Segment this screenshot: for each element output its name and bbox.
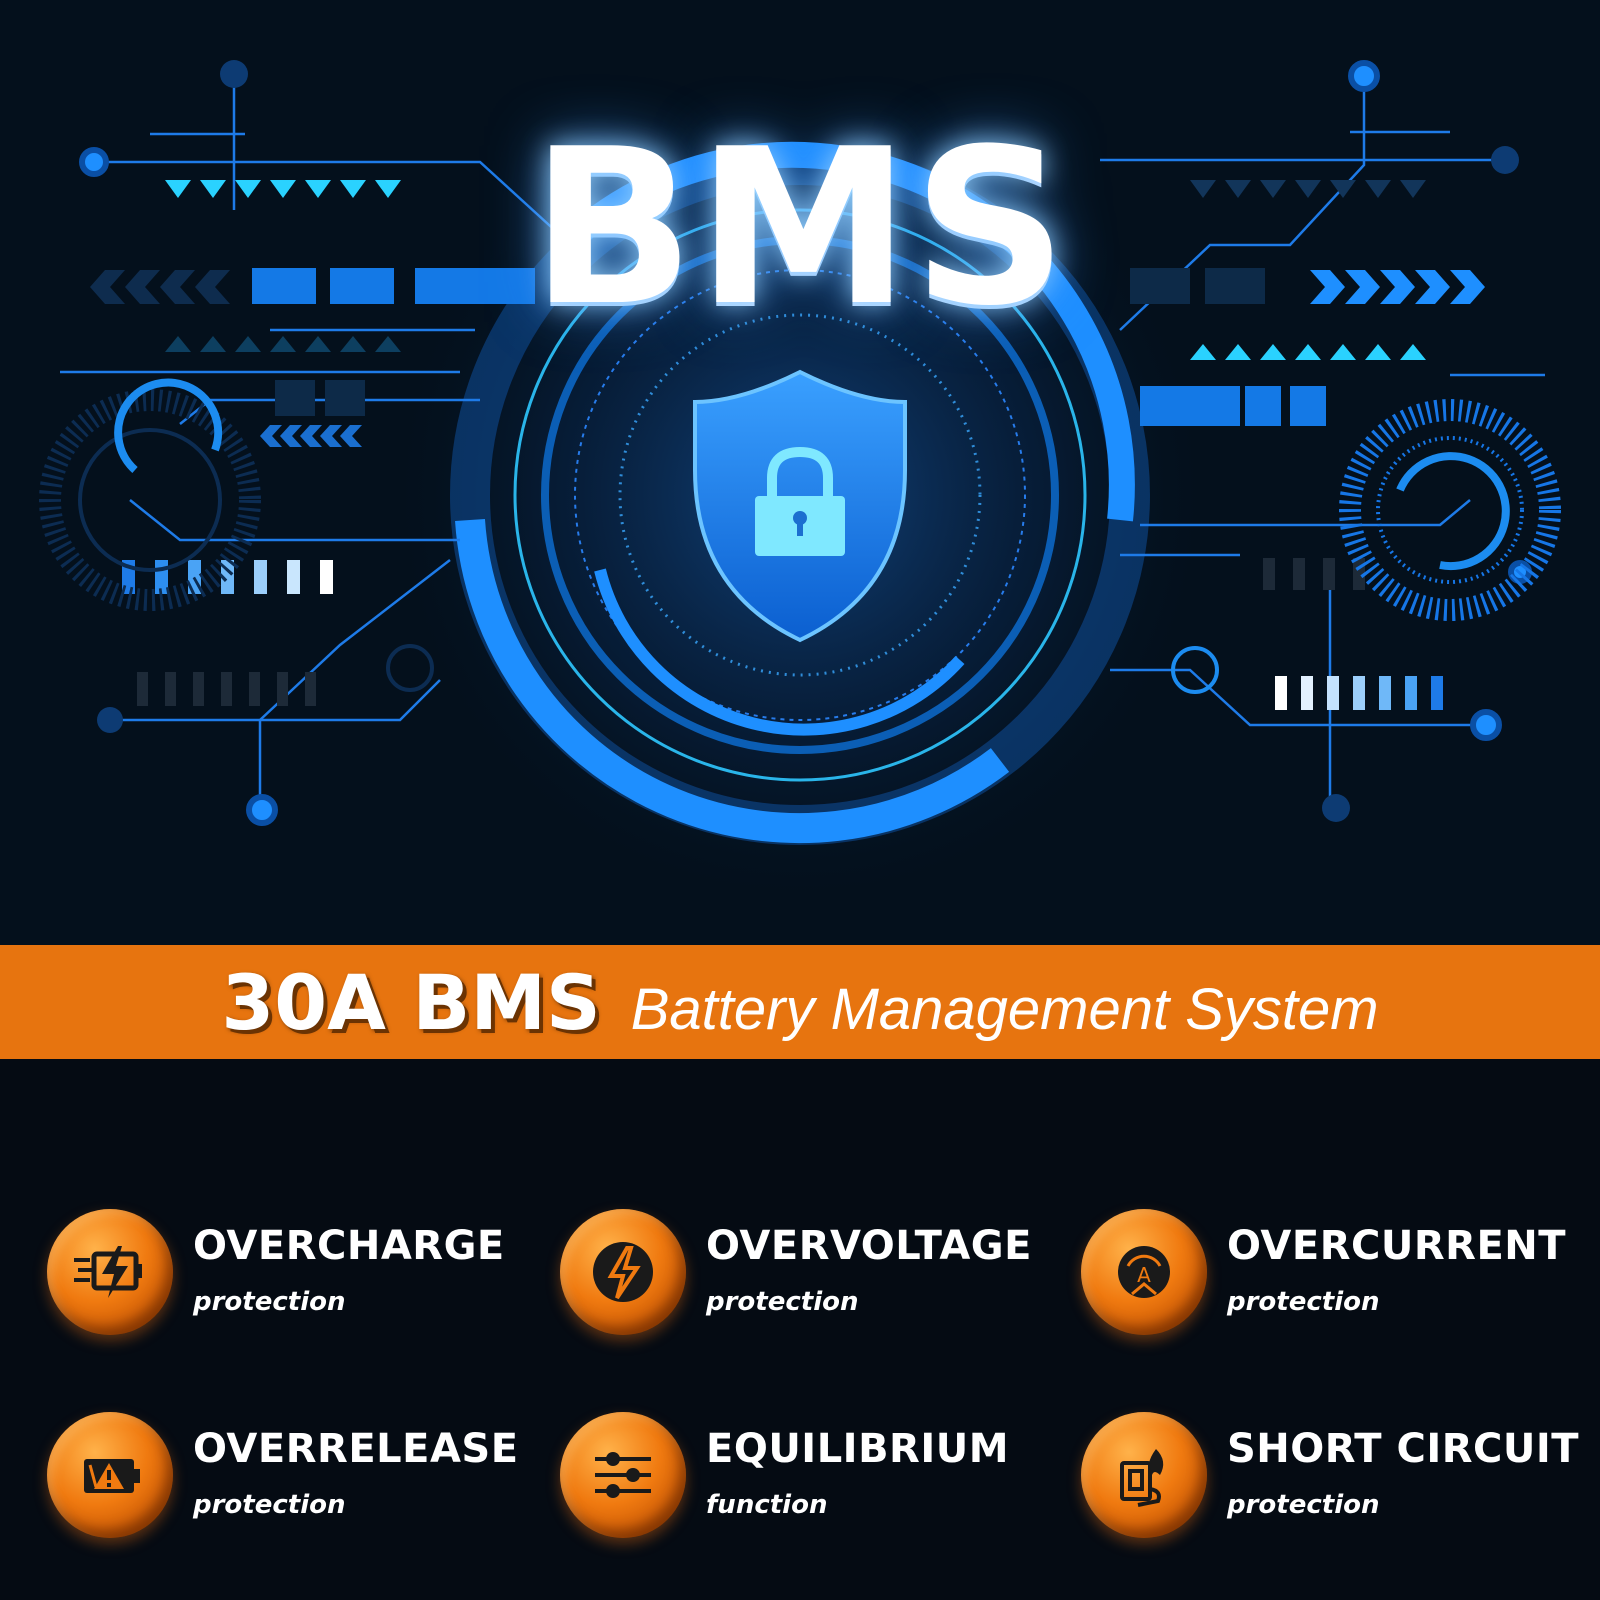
feature-title: EQUILIBRIUM <box>706 1426 1010 1472</box>
battery-lightning-icon <box>74 1246 142 1298</box>
feature-badge <box>47 1209 173 1335</box>
feature-overrelease: OVERRELEASE protection <box>47 1412 567 1542</box>
feature-badge: A <box>1081 1209 1207 1335</box>
feature-badge <box>560 1209 686 1335</box>
feature-subtitle: protection <box>193 1490 346 1520</box>
feature-title: OVERVOLTAGE <box>706 1223 1032 1269</box>
feature-overcurrent: A OVERCURRENT protection <box>1081 1209 1600 1339</box>
feature-title: OVERCHARGE <box>193 1223 505 1269</box>
feature-title: OVERCURRENT <box>1227 1223 1567 1269</box>
feature-subtitle: protection <box>706 1287 859 1317</box>
feature-badge <box>47 1412 173 1538</box>
feature-short-circuit: SHORT CIRCUIT protection <box>1081 1412 1600 1542</box>
svg-text:A: A <box>1137 1263 1151 1287</box>
feature-subtitle: protection <box>1227 1287 1380 1317</box>
bms-title: BMS <box>530 102 1070 353</box>
circuit-graphic <box>39 60 1561 915</box>
feature-badge <box>560 1412 686 1538</box>
feature-equilibrium: EQUILIBRIUM function <box>560 1412 1080 1542</box>
sliders-icon <box>595 1452 651 1498</box>
feature-subtitle: protection <box>193 1287 346 1317</box>
battery-warning-icon <box>84 1459 140 1493</box>
feature-subtitle: function <box>706 1490 828 1520</box>
feature-title: OVERRELEASE <box>193 1426 519 1472</box>
band-main-title: 30A BMS <box>221 957 601 1047</box>
feature-title: SHORT CIRCUIT <box>1227 1426 1580 1472</box>
title-band: 30A BMS Battery Management System <box>0 945 1600 1059</box>
features-grid: OVERCHARGE protection OVERVOLTAGE protec… <box>0 1059 1600 1600</box>
band-subtitle: Battery Management System <box>630 976 1379 1042</box>
feature-overvoltage: OVERVOLTAGE protection <box>560 1209 1080 1339</box>
feature-badge <box>1081 1412 1207 1538</box>
ampere-meter-icon: A <box>1118 1246 1170 1298</box>
lightning-circle-icon <box>593 1242 653 1302</box>
outlet-fire-icon <box>1120 1449 1164 1507</box>
feature-overcharge: OVERCHARGE protection <box>47 1209 567 1339</box>
hero-banner: BMS <box>39 60 1561 915</box>
feature-subtitle: protection <box>1227 1490 1380 1520</box>
lock-icon <box>755 446 845 556</box>
